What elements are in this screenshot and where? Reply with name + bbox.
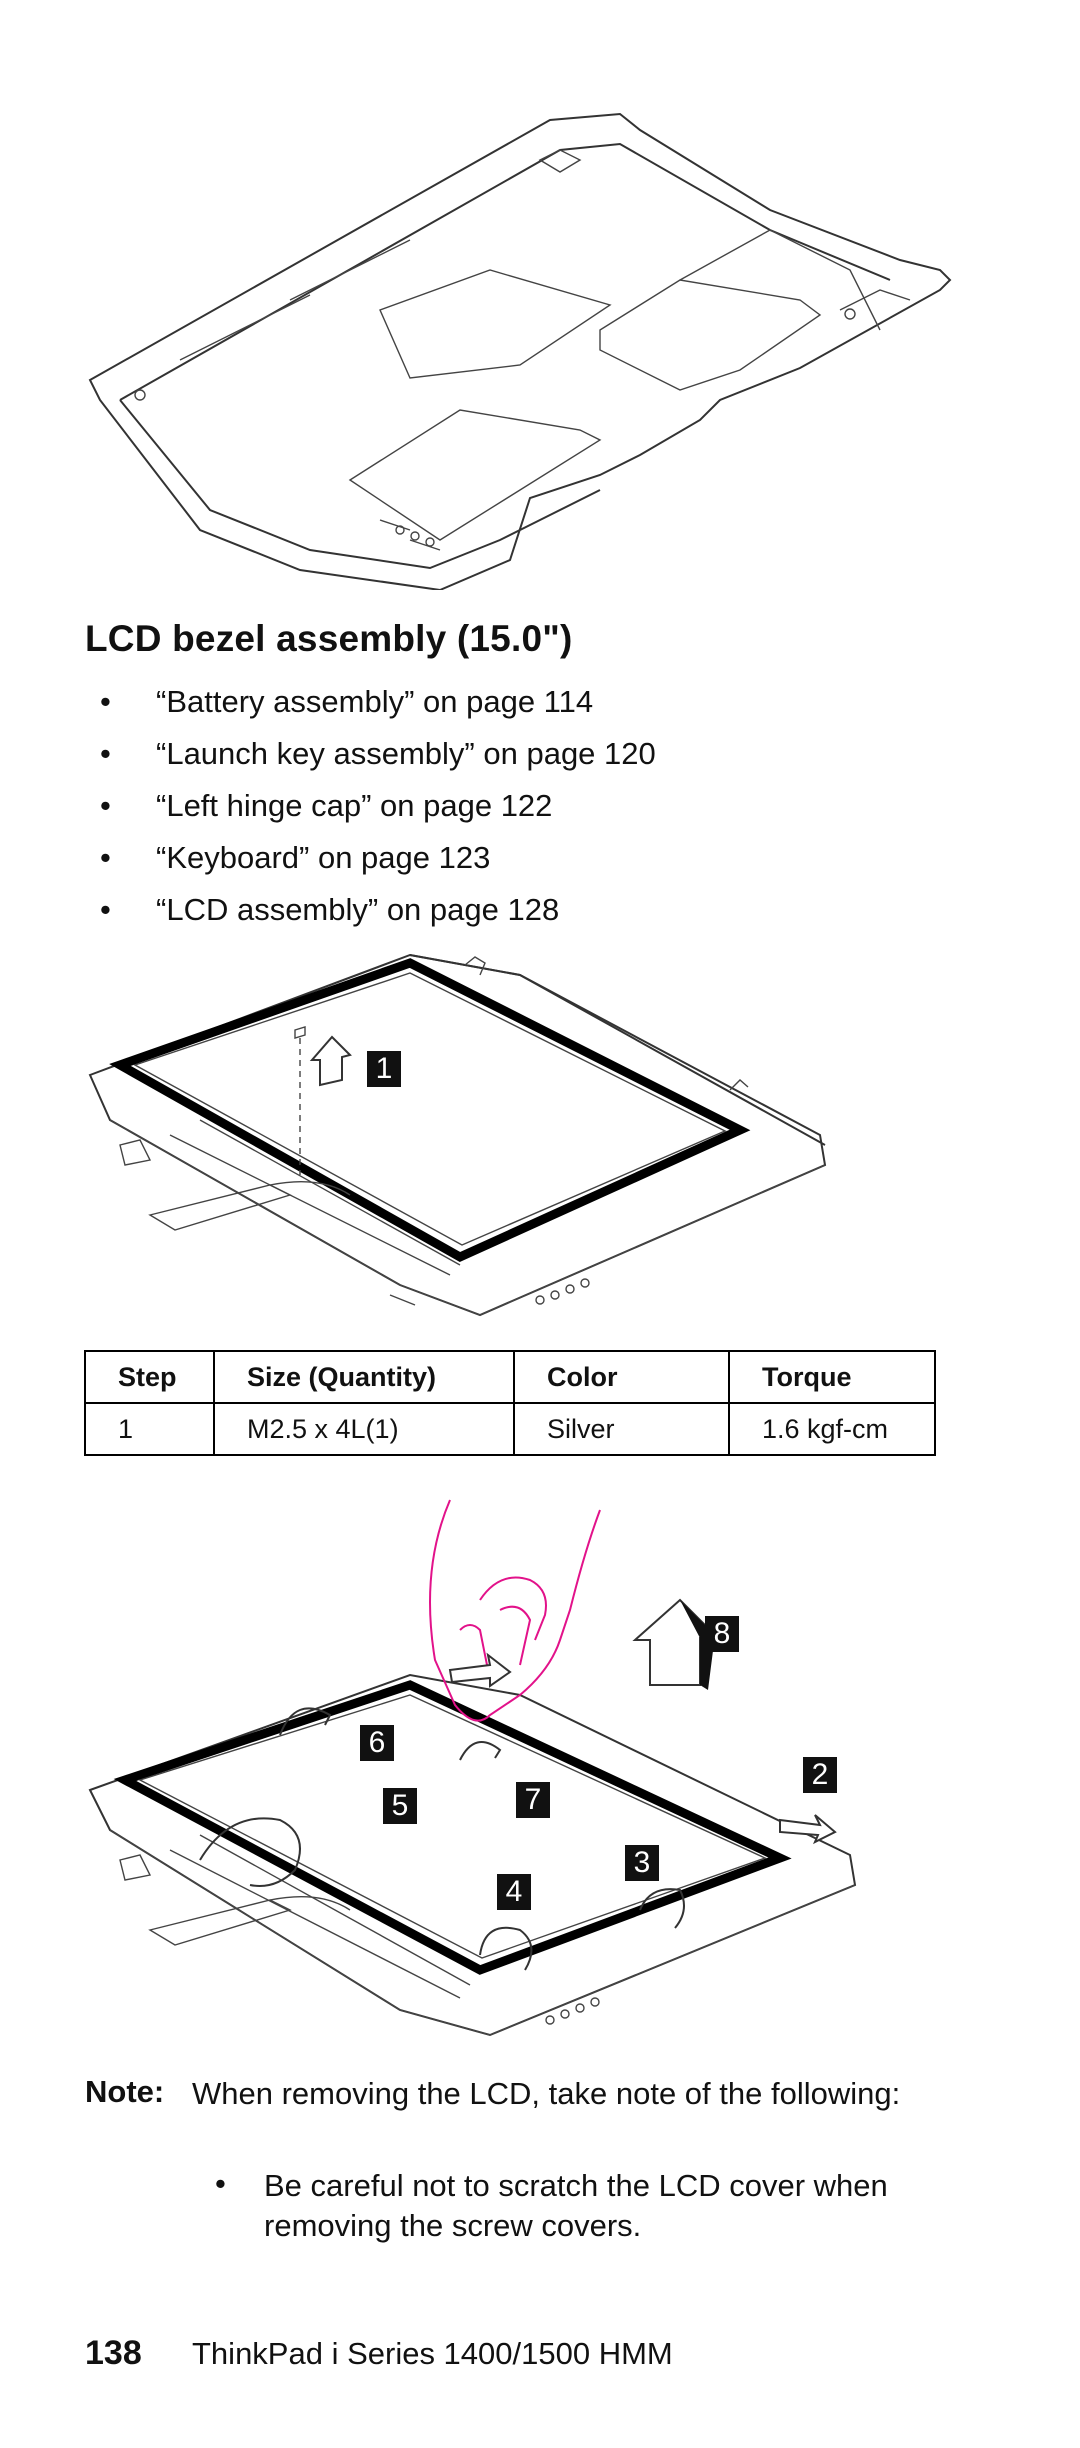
prerequisite-link[interactable]: “Keyboard” on page 123	[156, 840, 491, 875]
table-header-row: Step Size (Quantity) Color Torque	[84, 1350, 936, 1404]
footer-title: ThinkPad i Series 1400/1500 HMM	[192, 2336, 673, 2371]
bullet-marker: •	[100, 840, 111, 875]
prerequisite-link[interactable]: “Left hinge cap” on page 122	[156, 788, 553, 823]
note-label: Note:	[85, 2074, 165, 2109]
list-item: • “LCD assembly” on page 128	[100, 884, 800, 936]
callout-2: 2	[803, 1757, 837, 1793]
prerequisite-list: • “Battery assembly” on page 114 • “Laun…	[100, 676, 800, 936]
list-item: • “Battery assembly” on page 114	[100, 676, 800, 728]
callout-6: 6	[360, 1725, 394, 1761]
bullet-marker: •	[100, 736, 111, 771]
bullet-marker: •	[100, 684, 111, 719]
prerequisite-link[interactable]: “Battery assembly” on page 114	[156, 684, 594, 719]
callout-4: 4	[497, 1874, 531, 1910]
column-header: Size (Quantity)	[213, 1350, 515, 1404]
column-header: Torque	[728, 1350, 936, 1404]
bullet-marker: •	[215, 2166, 226, 2201]
callout-5: 5	[383, 1788, 417, 1824]
column-header: Step	[84, 1350, 215, 1404]
callout-8: 8	[705, 1616, 739, 1652]
list-item: • “Left hinge cap” on page 122	[100, 780, 800, 832]
bullet-marker: •	[100, 892, 111, 927]
lcd-bezel-screw-illustration	[88, 953, 827, 1317]
table-cell: M2.5 x 4L(1)	[213, 1402, 515, 1456]
prerequisite-link[interactable]: “Launch key assembly” on page 120	[156, 736, 656, 771]
prerequisite-link[interactable]: “LCD assembly” on page 128	[156, 892, 560, 927]
callout-3: 3	[625, 1845, 659, 1881]
list-item: • “Launch key assembly” on page 120	[100, 728, 800, 780]
bezel-removal-illustration	[88, 1499, 857, 2037]
column-header: Color	[513, 1350, 730, 1404]
page-number: 138	[85, 2334, 142, 2372]
callout-1: 1	[367, 1051, 401, 1087]
table-cell: Silver	[513, 1402, 730, 1456]
callout-7: 7	[516, 1782, 550, 1818]
table-cell: 1	[84, 1402, 215, 1456]
screw-spec-table: Step Size (Quantity) Color Torque 1 M2.5…	[84, 1350, 936, 1456]
table-row: 1 M2.5 x 4L(1) Silver 1.6 kgf-cm	[84, 1402, 936, 1456]
table-cell: 1.6 kgf-cm	[728, 1402, 936, 1456]
bullet-marker: •	[100, 788, 111, 823]
section-title: LCD bezel assembly (15.0")	[85, 618, 573, 659]
note-text: When removing the LCD, take note of the …	[192, 2076, 901, 2111]
list-item: • “Keyboard” on page 123	[100, 832, 800, 884]
note-bullet-text: Be careful not to scratch the LCD cover …	[264, 2168, 888, 2243]
bottom-case-illustration	[88, 112, 952, 590]
